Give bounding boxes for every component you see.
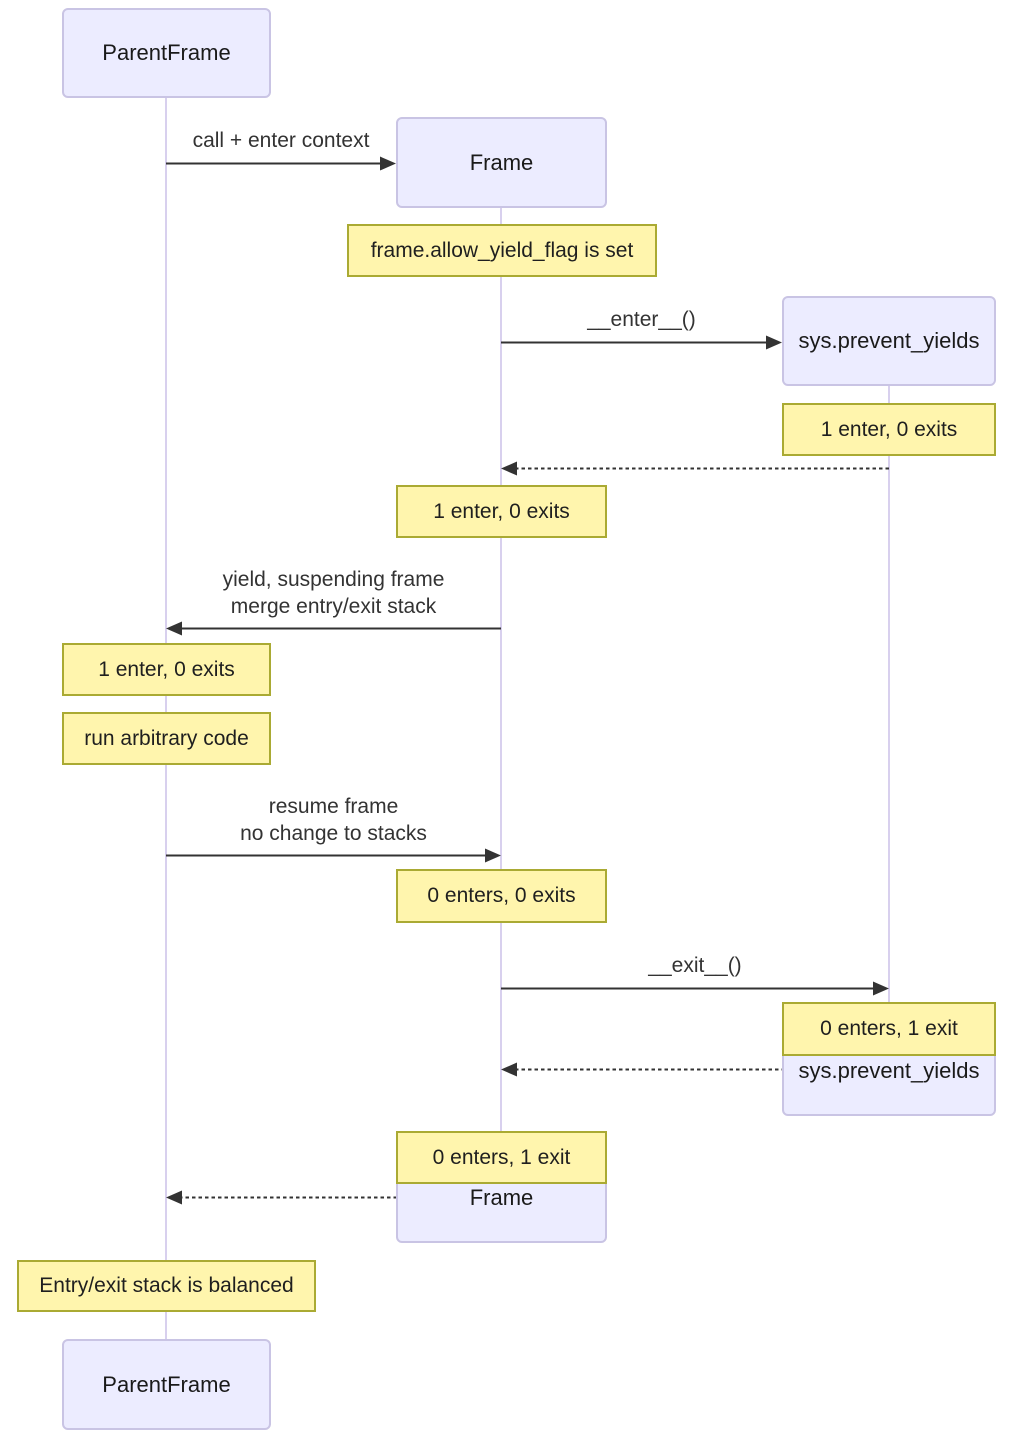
message-text-line: resume frame — [268, 795, 399, 818]
note-text: 1 enter, 0 exits — [433, 499, 570, 523]
arrow-resume-frame — [166, 848, 501, 863]
message-label-yield-suspend: yield, suspending frame merge entry/exit… — [166, 566, 501, 620]
note-sys-0-enters-1-exit: 0 enters, 1 exit — [782, 1002, 996, 1056]
note-stack-balanced: Entry/exit stack is balanced — [17, 1260, 316, 1312]
note-text: 1 enter, 0 exits — [98, 657, 235, 681]
message-text: call + enter context — [192, 129, 370, 152]
arrow-enter — [501, 335, 782, 350]
participant-top-frame: Frame — [396, 117, 607, 208]
arrow-yield-suspend — [166, 621, 501, 636]
arrow-call-enter-context — [166, 156, 396, 171]
note-text: 1 enter, 0 exits — [820, 417, 958, 441]
message-text: __enter__() — [587, 308, 696, 331]
note-allow-yield-flag: frame.allow_yield_flag is set — [347, 224, 657, 277]
message-text-line: no change to stacks — [240, 822, 427, 845]
note-frame-0-enters-1-exit: 0 enters, 1 exit — [396, 1131, 607, 1184]
arrow-return-exit — [501, 1062, 889, 1077]
note-text: Entry/exit stack is balanced — [39, 1274, 294, 1297]
message-label-resume-frame: resume frame no change to stacks — [166, 793, 501, 847]
participant-label: ParentFrame — [102, 40, 231, 65]
participant-label: sys.prevent_yields — [798, 328, 980, 353]
lifeline-frame — [500, 208, 502, 1153]
participant-label: sys.prevent_yields — [798, 1058, 980, 1083]
message-label-exit: __exit__() — [501, 952, 889, 979]
arrow-return-enter — [501, 461, 889, 476]
participant-bottom-parentframe: ParentFrame — [62, 1339, 271, 1430]
note-parent-1-enter-0-exits: 1 enter, 0 exits — [62, 643, 271, 696]
message-text-line: merge entry/exit stack — [230, 595, 437, 618]
note-sys-1-enter-0-exits: 1 enter, 0 exits — [782, 403, 996, 456]
message-label-call-enter-context: call + enter context — [166, 127, 396, 154]
arrow-exit — [501, 981, 889, 996]
note-text: 0 enters, 1 exit — [820, 1017, 958, 1040]
participant-label: Frame — [469, 1185, 534, 1210]
participant-top-sys-prevent-yields: sys.prevent_yields — [782, 296, 996, 386]
lifeline-sys-prevent-yields — [888, 386, 890, 1026]
note-text: 0 enters, 0 exits — [427, 884, 576, 907]
note-text: frame.allow_yield_flag is set — [370, 238, 634, 262]
message-text: __exit__() — [648, 954, 742, 977]
participant-label: ParentFrame — [102, 1371, 231, 1397]
note-text: 0 enters, 1 exit — [432, 1145, 571, 1169]
note-run-arbitrary-code: run arbitrary code — [62, 712, 271, 765]
note-frame-0-enters-0-exits: 0 enters, 0 exits — [396, 869, 607, 923]
participant-label: Frame — [469, 149, 534, 175]
message-label-enter: __enter__() — [501, 306, 782, 333]
note-text: run arbitrary code — [84, 726, 249, 750]
note-frame-1-enter-0-exits: 1 enter, 0 exits — [396, 485, 607, 538]
message-text-line: yield, suspending frame — [222, 568, 445, 591]
participant-top-parentframe: ParentFrame — [62, 8, 271, 98]
